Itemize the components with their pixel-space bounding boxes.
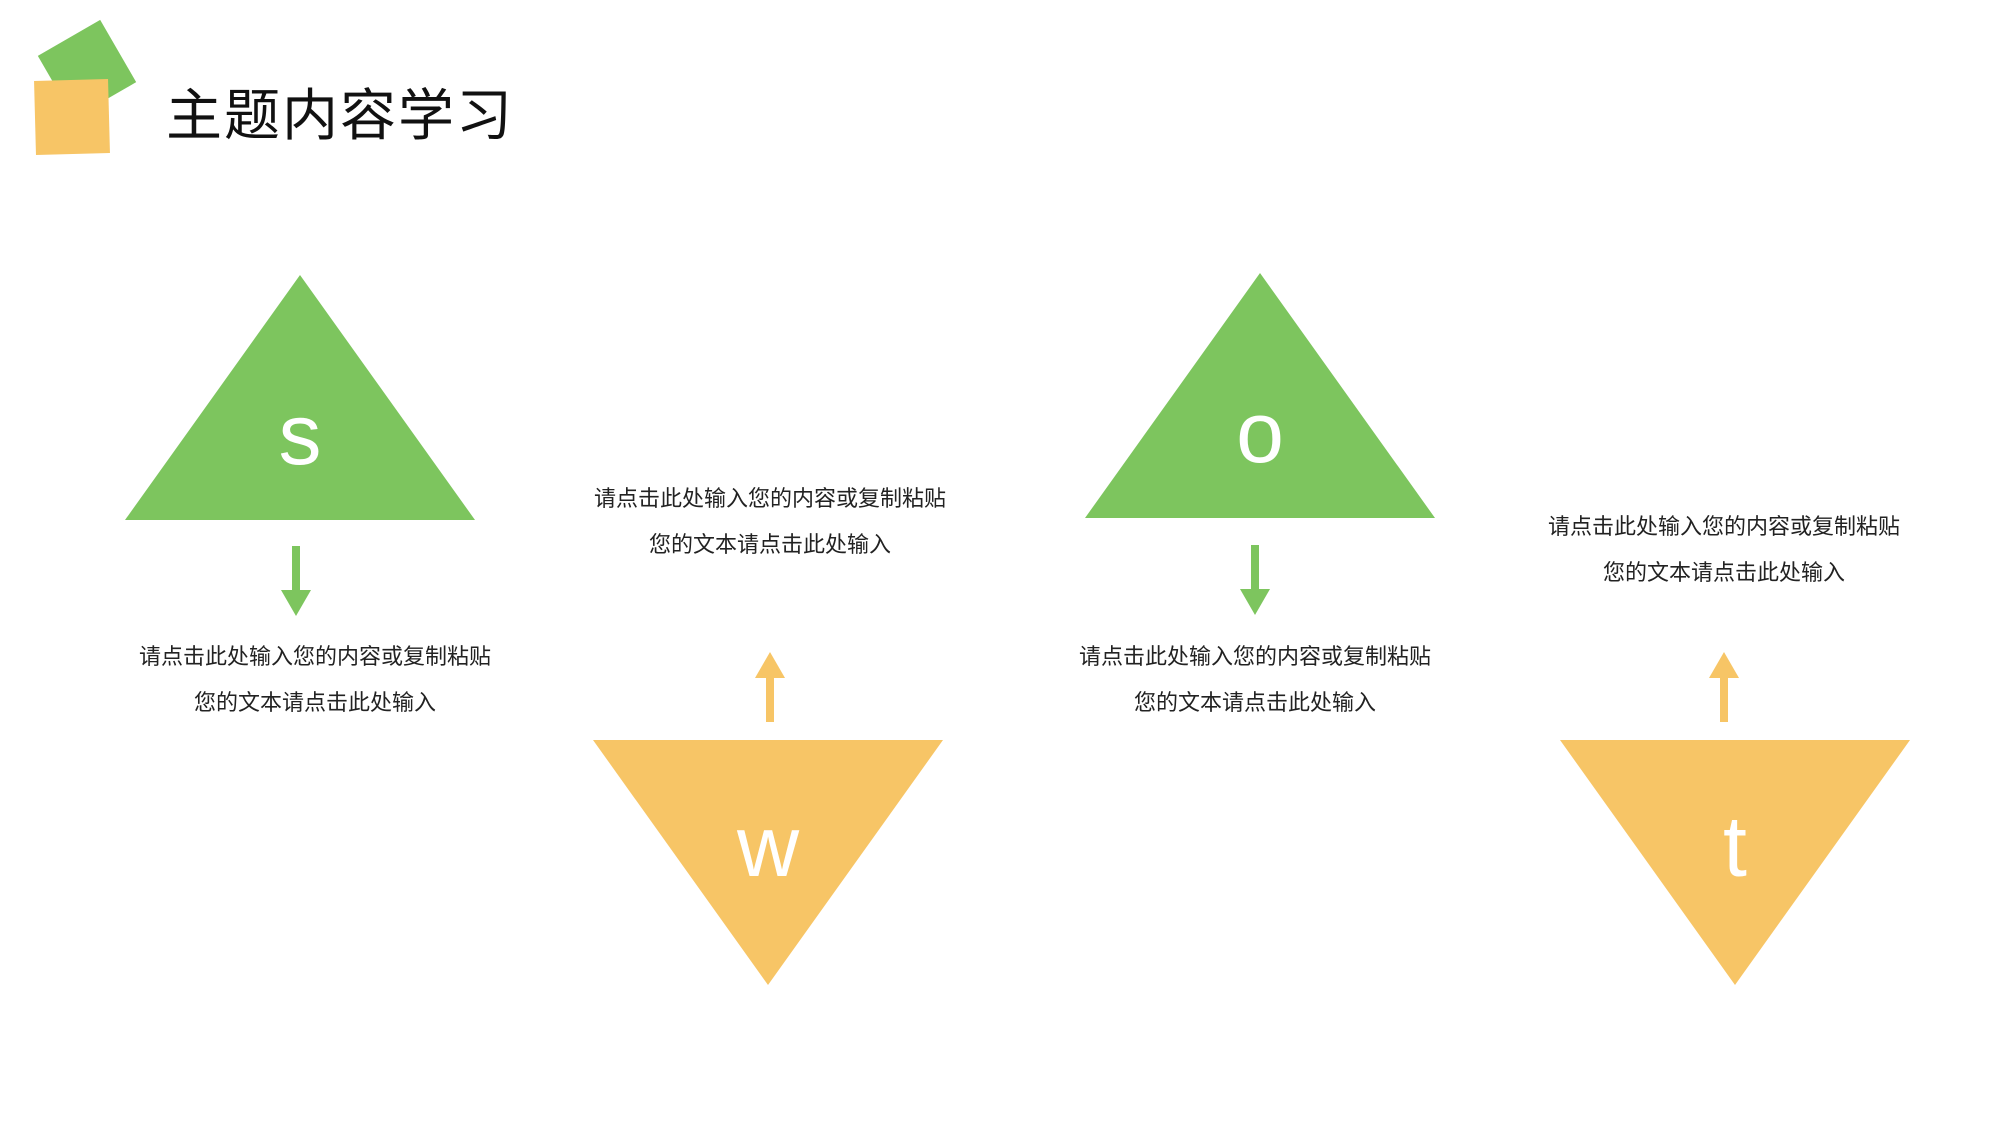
description-s-line2: 您的文本请点击此处输入 <box>193 691 436 716</box>
arrow-up-icon <box>1709 652 1739 722</box>
page-title: 主题内容学习 <box>166 84 514 149</box>
description-w: 请点击此处输入您的内容或复制粘贴 您的文本请点击此处输入 <box>540 477 1000 569</box>
logo-yellow-square <box>34 79 110 155</box>
triangle-w-letter: w <box>736 799 800 895</box>
triangle-s[interactable]: s <box>125 275 475 520</box>
description-o-line1: 请点击此处输入您的内容或复制粘贴 <box>1078 645 1431 670</box>
description-t: 请点击此处输入您的内容或复制粘贴 您的文本请点击此处输入 <box>1494 505 1954 597</box>
triangle-o[interactable]: o <box>1085 273 1435 518</box>
triangle-t-letter: t <box>1723 799 1747 895</box>
triangle-t-shape <box>1560 740 1910 985</box>
triangle-o-shape <box>1085 273 1435 518</box>
description-t-line1: 请点击此处输入您的内容或复制粘贴 <box>1547 515 1900 540</box>
description-o: 请点击此处输入您的内容或复制粘贴 您的文本请点击此处输入 <box>1025 635 1485 727</box>
triangle-w-shape <box>593 740 943 985</box>
description-w-line1: 请点击此处输入您的内容或复制粘贴 <box>593 487 946 512</box>
triangle-t[interactable]: t <box>1560 740 1910 985</box>
triangle-w[interactable]: w <box>593 740 943 985</box>
triangle-s-shape <box>125 275 475 520</box>
description-w-line2: 您的文本请点击此处输入 <box>648 533 891 558</box>
arrow-down-icon <box>281 546 311 616</box>
description-o-line2: 您的文本请点击此处输入 <box>1133 691 1376 716</box>
description-s: 请点击此处输入您的内容或复制粘贴 您的文本请点击此处输入 <box>85 635 545 727</box>
description-t-line2: 您的文本请点击此处输入 <box>1602 561 1845 586</box>
arrow-down-icon <box>1240 545 1270 615</box>
description-s-line1: 请点击此处输入您的内容或复制粘贴 <box>138 645 491 670</box>
arrow-up-icon <box>755 652 785 722</box>
triangle-s-letter: s <box>278 387 322 483</box>
triangle-o-letter: o <box>1236 385 1284 481</box>
